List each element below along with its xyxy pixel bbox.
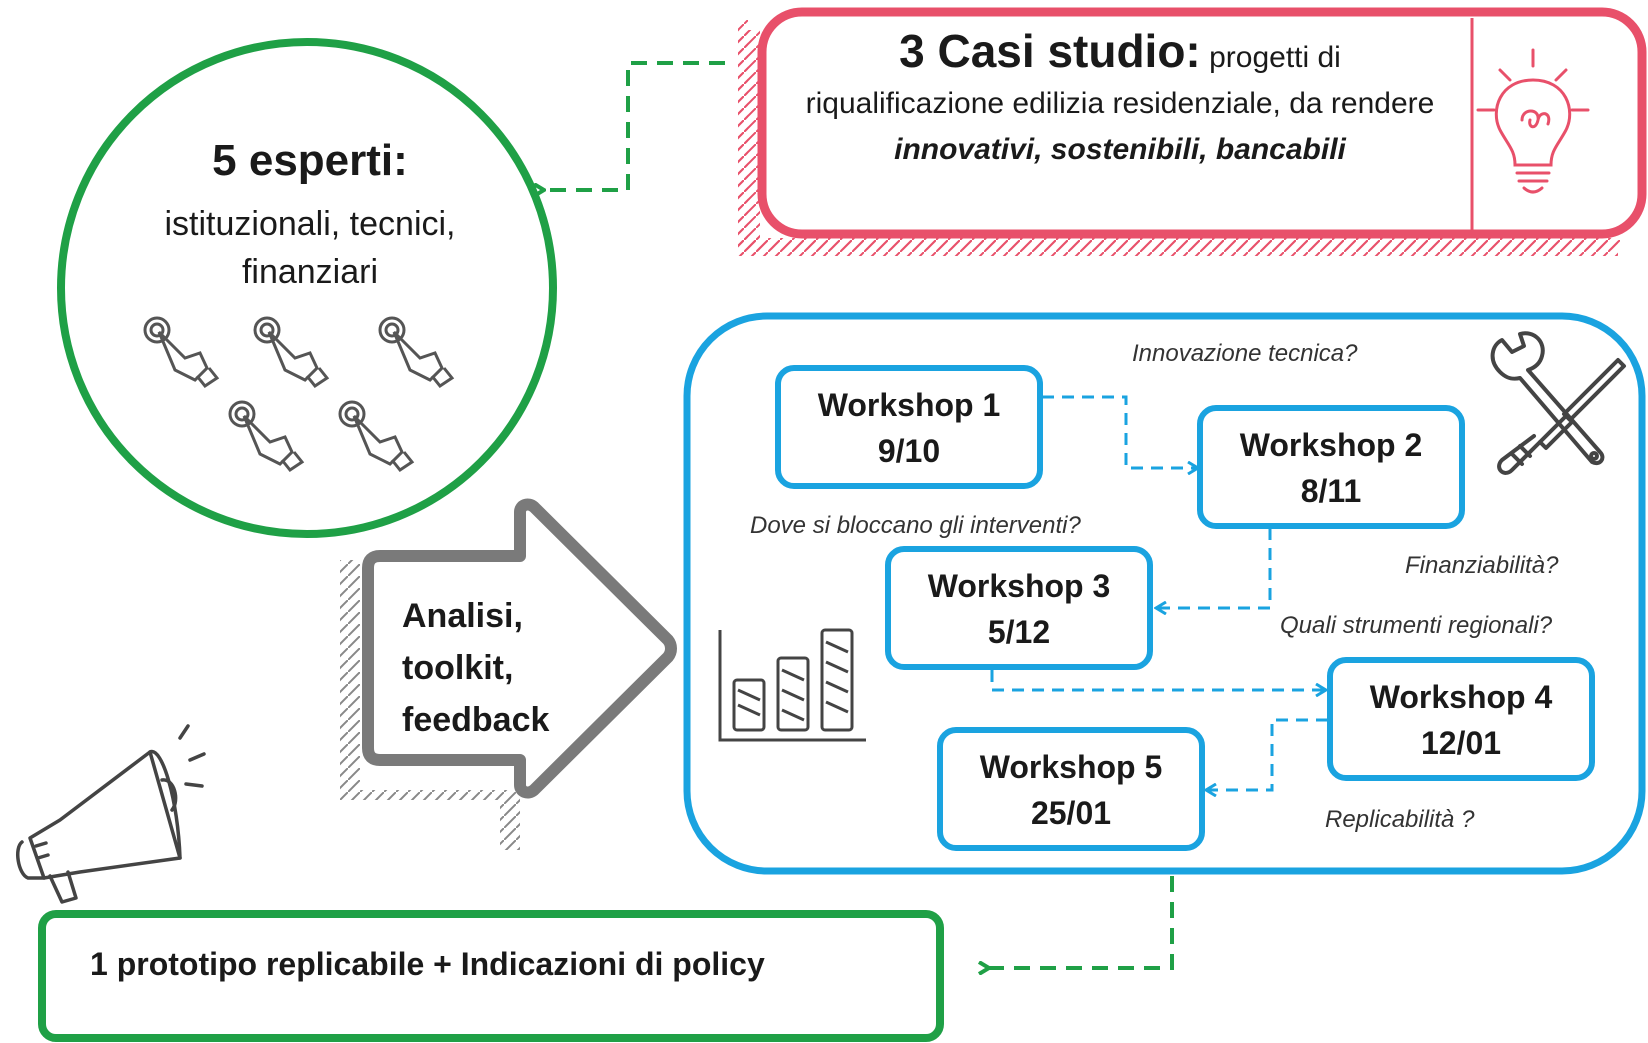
case-studies-text: 3 Casi studio: progetti di riqualificazi…	[800, 28, 1440, 173]
analysis-line: feedback	[402, 701, 550, 739]
analysis-arrow	[362, 498, 677, 799]
cases-to-experts-connector	[540, 61, 725, 190]
ws4-to-ws5-connector	[1208, 718, 1328, 790]
question-regional-tools: Quali strumenti regionali?	[1280, 612, 1553, 639]
workshop-1: Workshop 1 9/10	[778, 382, 1040, 474]
experts-description: istituzionali, tecnici, finanziari	[164, 205, 456, 291]
case-studies-count: 3 Casi studio:	[899, 25, 1201, 77]
question-blockers: Dove si bloccano gli interventi?	[750, 512, 1081, 539]
analysis-line: Analisi,	[402, 597, 523, 635]
finger-tap-icon	[253, 316, 330, 389]
output-text: 1 prototipo replicabile + Indicazioni di…	[90, 946, 765, 982]
tools-icon	[1490, 331, 1626, 475]
lightbulb-icon	[1476, 48, 1590, 194]
workshop-date: 5/12	[987, 614, 1051, 650]
workshop-name: Workshop 1	[817, 387, 1001, 423]
workshop-date: 9/10	[877, 433, 941, 469]
workshop-name: Workshop 4	[1369, 679, 1553, 715]
workshops-to-output-connector	[985, 876, 1174, 968]
finger-tap-icon	[378, 316, 455, 389]
workshop-name: Workshop 3	[927, 568, 1111, 604]
finger-tap-icons	[143, 316, 455, 473]
workshop-name: Workshop 5	[979, 749, 1163, 785]
workshop-name: Workshop 2	[1239, 427, 1423, 463]
question-innovation: Innovazione tecnica?	[1132, 340, 1358, 367]
case-studies-description: progetti di riqualificazione edilizia re…	[805, 41, 1435, 120]
workshop-box	[1327, 657, 1595, 781]
case-studies-hatch-bottom	[738, 238, 1618, 256]
workshop-4: Workshop 4 12/01	[1330, 674, 1592, 766]
ws3-to-ws4-connector	[990, 670, 1324, 690]
workshop-date: 12/01	[1420, 725, 1502, 761]
finger-tap-icon	[228, 400, 305, 473]
question-replicability: Replicabilità ?	[1325, 806, 1475, 833]
case-studies-box	[757, 7, 1647, 239]
workshop-5: Workshop 5 25/01	[940, 744, 1202, 836]
workshop-connectors	[990, 395, 1328, 790]
ws1-to-ws2-connector	[1042, 395, 1196, 468]
ws2-to-ws3-connector	[1158, 528, 1272, 608]
workshop-2: Workshop 2 8/11	[1200, 422, 1462, 514]
workshop-box	[937, 727, 1205, 851]
case-studies-hatch-left	[738, 30, 760, 255]
workshop-box	[885, 546, 1153, 670]
workshop-date: 25/01	[1030, 795, 1112, 831]
output-box	[38, 910, 944, 1042]
experts-title: 5 esperti:	[212, 136, 408, 185]
finger-tap-icon	[143, 316, 220, 389]
analysis-label: Analisi, toolkit, feedback	[402, 590, 602, 746]
analysis-line: toolkit,	[402, 649, 514, 687]
finger-tap-icon	[338, 400, 415, 473]
analysis-arrow-hatch	[340, 560, 520, 850]
question-financing: Finanziabilità?	[1405, 552, 1559, 579]
workshop-3: Workshop 3 5/12	[888, 563, 1150, 655]
experts-circle	[57, 38, 557, 538]
bar-chart-icon	[718, 628, 866, 742]
workshop-box	[775, 365, 1043, 489]
case-studies-emphasis: innovativi, sostenibili, bancabili	[894, 133, 1346, 166]
workshop-box	[1197, 405, 1465, 529]
workshop-date: 8/11	[1300, 473, 1362, 509]
megaphone-icon	[16, 724, 206, 904]
